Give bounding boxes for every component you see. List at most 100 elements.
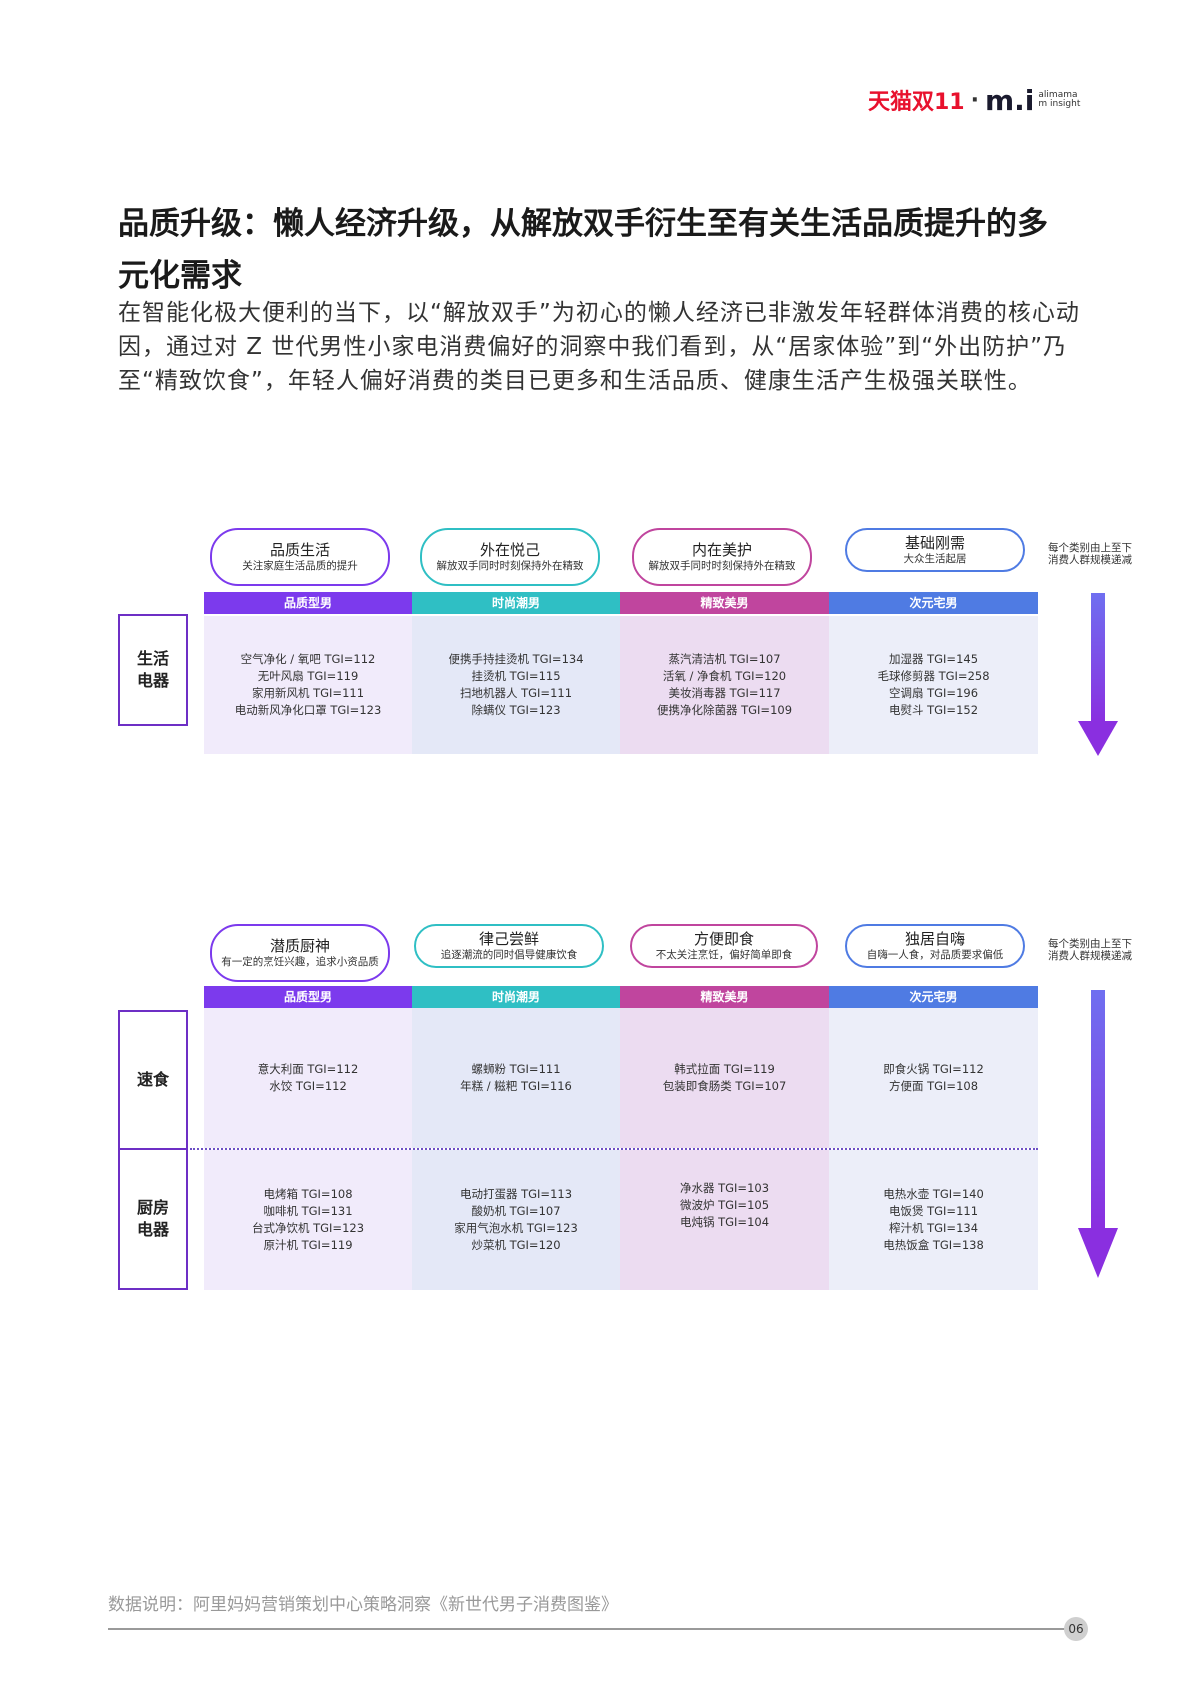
cell-item: 净水器 TGI=103 <box>679 1181 770 1195</box>
logo-sub-line2: m insight <box>1038 99 1081 109</box>
row-label-kitchen: 厨房电器 <box>118 1148 188 1290</box>
cell-item: 扫地机器人 TGI=111 <box>459 686 573 700</box>
cell-item: 原汁机 TGI=119 <box>263 1238 353 1252</box>
tag-main: 律己尝鲜 <box>478 930 539 948</box>
header-quality-man: 品质型男 <box>204 986 412 1008</box>
cell-item: 家用新风机 TGI=111 <box>251 686 365 700</box>
tag-sub: 关注家庭生活品质的提升 <box>242 560 358 572</box>
tag-main: 外在悦己 <box>479 541 540 559</box>
header-otaku-man: 次元宅男 <box>829 592 1038 614</box>
tag-self-discipline: 律己尝鲜 追逐潮流的同时倡导健康饮食 <box>414 924 604 968</box>
cell-item: 电动打蛋器 TGI=113 <box>459 1187 573 1201</box>
tag-basic-need: 基础刚需 大众生活起居 <box>845 528 1025 572</box>
footer-divider <box>108 1628 1066 1630</box>
tag-inner-care: 内在美护 解放双手同时时刻保持外在精致 <box>632 528 812 586</box>
data-source-note: 数据说明：阿里妈妈营销策划中心策略洞察《新世代男子消费图鉴》 <box>108 1595 618 1615</box>
cell-item: 微波炉 TGI=105 <box>679 1198 770 1212</box>
intro-paragraph: 在智能化极大便利的当下，以“解放双手”为初心的懒人经济已非激发年轻群体消费的核心… <box>118 300 1080 394</box>
cell-item: 电炖锅 TGI=104 <box>679 1215 770 1229</box>
tag-sub: 不太关注烹饪，偏好简单即食 <box>655 949 793 961</box>
header-trendy-man: 时尚潮男 <box>412 592 620 614</box>
tag-sub: 自嗨一人食，对品质要求偏低 <box>866 949 1004 961</box>
header-otaku-man: 次元宅男 <box>829 986 1038 1008</box>
cell-item: 炒菜机 TGI=120 <box>471 1238 561 1252</box>
header-refined-man: 精致美男 <box>620 986 829 1008</box>
cell-item: 台式净饮机 TGI=123 <box>251 1221 365 1235</box>
cell-item: 包装即食肠类 TGI=107 <box>662 1079 787 1093</box>
cell-item: 即食火锅 TGI=112 <box>883 1062 984 1076</box>
cell-item: 除螨仪 TGI=123 <box>471 703 561 717</box>
down-arrow-icon <box>1078 593 1118 756</box>
cell-item: 便携手持挂烫机 TGI=134 <box>448 652 584 666</box>
tag-sub: 解放双手同时时刻保持外在精致 <box>648 560 796 572</box>
cell-item: 空调扇 TGI=196 <box>888 686 979 700</box>
cell-s2-r1-c3: 即食火锅 TGI=112 方便面 TGI=108 <box>829 1008 1038 1148</box>
cell-s1-c1: 便携手持挂烫机 TGI=134 挂烫机 TGI=115 扫地机器人 TGI=11… <box>412 616 620 754</box>
header-quality-man: 品质型男 <box>204 592 412 614</box>
tag-instant-food: 方便即食 不太关注烹饪，偏好简单即食 <box>630 924 818 968</box>
cell-item: 螺蛳粉 TGI=111 <box>471 1062 561 1076</box>
tag-sub: 追逐潮流的同时倡导健康饮食 <box>440 949 578 961</box>
cell-s2-r2-c2: 净水器 TGI=103 微波炉 TGI=105 电炖锅 TGI=104 <box>620 1150 829 1290</box>
logo-separator: · <box>970 87 979 113</box>
section-living-appliances: 品质生活 关注家庭生活品质的提升 外在悦己 解放双手同时时刻保持外在精致 内在美… <box>0 528 1200 768</box>
brand-logo: 天猫双11 · m.i alimama m insight <box>868 80 1080 120</box>
cell-item: 家用气泡水机 TGI=123 <box>454 1221 578 1235</box>
cell-item: 咖啡机 TGI=131 <box>263 1204 353 1218</box>
logo-sub-line1: alimama <box>1038 90 1078 100</box>
cell-s1-c0: 空气净化 / 氧吧 TGI=112 无叶风扇 TGI=119 家用新风机 TGI… <box>204 616 412 754</box>
cell-item: 蒸汽清洁机 TGI=107 <box>668 652 781 666</box>
tag-main: 基础刚需 <box>904 534 965 552</box>
tag-sub: 有一定的烹饪兴趣，追求小资品质 <box>221 956 379 968</box>
header-trendy-man: 时尚潮男 <box>412 986 620 1008</box>
cell-item: 电热饭盒 TGI=138 <box>883 1238 984 1252</box>
logo-tmall: 天猫双11 <box>868 90 965 115</box>
cell-item: 电热水壶 TGI=140 <box>883 1187 984 1201</box>
cell-s1-c2: 蒸汽清洁机 TGI=107 活氧 / 净食机 TGI=120 美妆消毒器 TGI… <box>620 616 829 754</box>
page-number: 06 <box>1064 1617 1088 1641</box>
tag-sub: 大众生活起居 <box>903 553 967 565</box>
segment-note: 每个类别由上至下消费人群规模递减 <box>1048 542 1132 566</box>
row-label-fastfood: 速食 <box>118 1010 188 1150</box>
cell-item: 加湿器 TGI=145 <box>888 652 979 666</box>
segment-note: 每个类别由上至下消费人群规模递减 <box>1048 938 1132 962</box>
cell-s2-r2-c1: 电动打蛋器 TGI=113 酸奶机 TGI=107 家用气泡水机 TGI=123… <box>412 1150 620 1290</box>
tag-outer-self: 外在悦己 解放双手同时时刻保持外在精致 <box>420 528 600 586</box>
cell-s2-r1-c1: 螺蛳粉 TGI=111 年糕 / 糍粑 TGI=116 <box>412 1008 620 1148</box>
row-label-living: 生活电器 <box>118 614 188 726</box>
cell-item: 水饺 TGI=112 <box>269 1079 347 1093</box>
cell-item: 活氧 / 净食机 TGI=120 <box>662 669 787 683</box>
tag-quality-life: 品质生活 关注家庭生活品质的提升 <box>210 528 390 586</box>
cell-item: 无叶风扇 TGI=119 <box>257 669 359 683</box>
cell-s2-r1-c2: 韩式拉面 TGI=119 包装即食肠类 TGI=107 <box>620 1008 829 1148</box>
logo-sub: alimama m insight <box>1038 91 1080 109</box>
tag-main: 品质生活 <box>269 541 330 559</box>
cell-item: 挂烫机 TGI=115 <box>471 669 561 683</box>
cell-item: 榨汁机 TGI=134 <box>888 1221 979 1235</box>
row-divider <box>190 1148 1038 1150</box>
cell-item: 毛球修剪器 TGI=258 <box>877 669 990 683</box>
cell-item: 韩式拉面 TGI=119 <box>674 1062 775 1076</box>
cell-item: 美妆消毒器 TGI=117 <box>668 686 781 700</box>
tag-main: 潜质厨神 <box>269 937 330 955</box>
header-refined-man: 精致美男 <box>620 592 829 614</box>
cell-item: 意大利面 TGI=112 <box>257 1062 359 1076</box>
cell-s2-r1-c0: 意大利面 TGI=112 水饺 TGI=112 <box>204 1008 412 1148</box>
tag-sub: 解放双手同时时刻保持外在精致 <box>436 560 584 572</box>
cell-item: 电动新风净化口罩 TGI=123 <box>234 703 382 717</box>
down-arrow-icon <box>1078 990 1118 1278</box>
tag-potential-chef: 潜质厨神 有一定的烹饪兴趣，追求小资品质 <box>210 924 390 982</box>
cell-item: 年糕 / 糍粑 TGI=116 <box>460 1079 572 1093</box>
tag-main: 方便即食 <box>693 930 754 948</box>
cell-s1-c3: 加湿器 TGI=145 毛球修剪器 TGI=258 空调扇 TGI=196 电熨… <box>829 616 1038 754</box>
cell-item: 酸奶机 TGI=107 <box>471 1204 561 1218</box>
cell-item: 空气净化 / 氧吧 TGI=112 <box>240 652 376 666</box>
section-food-kitchen: 潜质厨神 有一定的烹饪兴趣，追求小资品质 律己尝鲜 追逐潮流的同时倡导健康饮食 … <box>0 924 1200 1304</box>
cell-s2-r2-c0: 电烤箱 TGI=108 咖啡机 TGI=131 台式净饮机 TGI=123 原汁… <box>204 1150 412 1290</box>
tag-solo-living: 独居自嗨 自嗨一人食，对品质要求偏低 <box>845 924 1025 968</box>
logo-mi: m.i <box>984 83 1035 117</box>
cell-item: 方便面 TGI=108 <box>888 1079 979 1093</box>
tag-main: 内在美护 <box>691 541 752 559</box>
page-title: 品质升级：懒人经济升级，从解放双手衍生至有关生活品质提升的多元化需求 <box>118 206 1048 294</box>
tag-main: 独居自嗨 <box>904 930 965 948</box>
